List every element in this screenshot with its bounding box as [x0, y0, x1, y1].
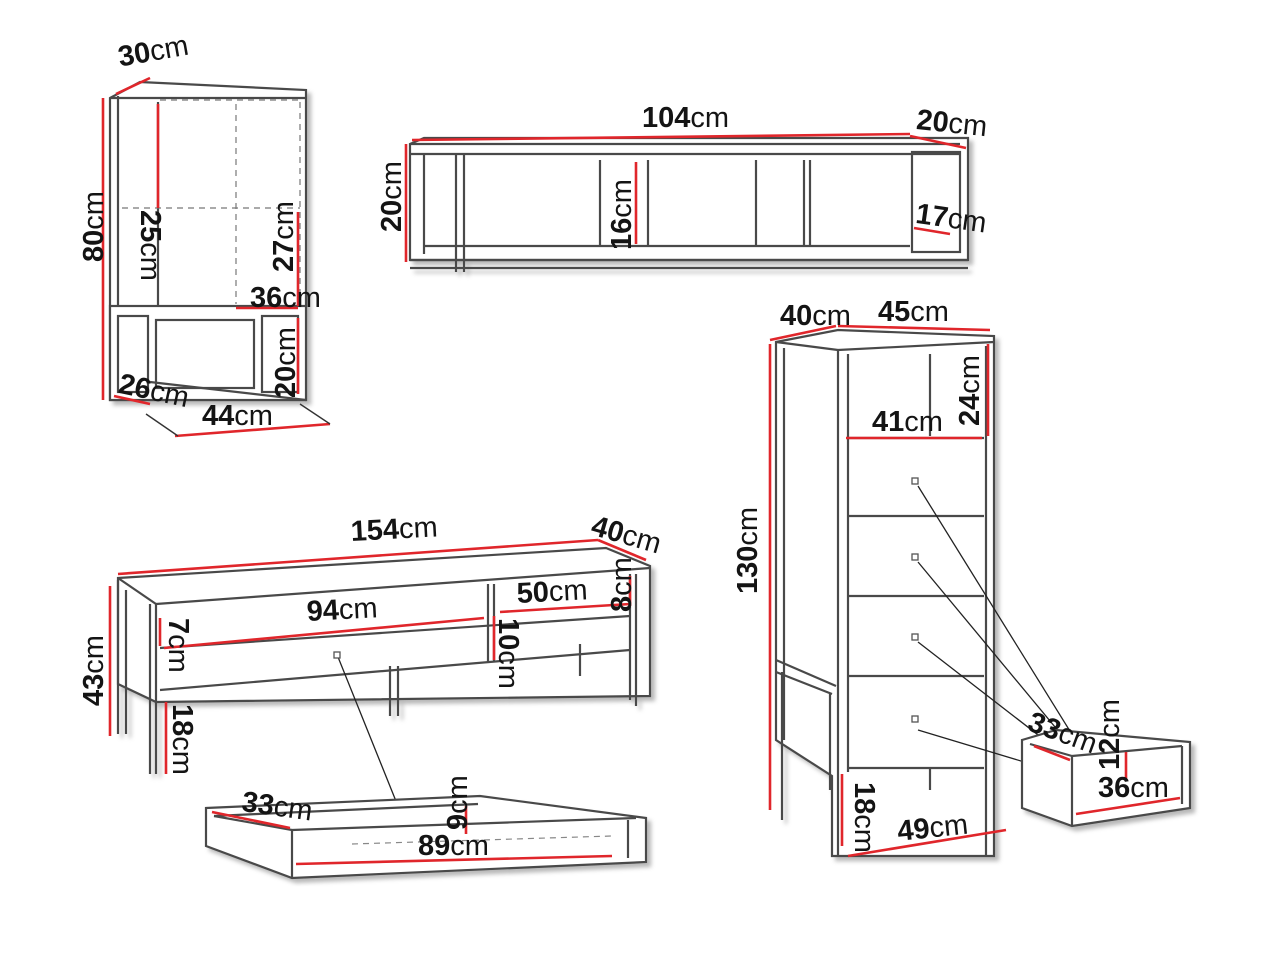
- label-tv-height: 43cm: [78, 635, 110, 706]
- label-tv-tray-height: 9cm: [442, 775, 474, 830]
- label-cab-mid-shelf: 27cm: [268, 201, 300, 272]
- label-shelf-depth: 20cm: [914, 104, 989, 144]
- wall-shelf: [408, 136, 970, 272]
- label-tv-width: 154cm: [349, 511, 439, 548]
- label-tall-top-width: 45cm: [878, 296, 949, 328]
- label-tall-base-width: 49cm: [895, 808, 970, 848]
- tall-drawer-knobs: [911, 477, 919, 723]
- tray-dimension-lines: [211, 806, 613, 866]
- cabinet-hidden-lines: [122, 99, 301, 304]
- label-tall-top-height: 24cm: [954, 355, 986, 426]
- label-shelf-inner: 16cm: [606, 179, 638, 250]
- label-tv-drawer-front: 7cm: [162, 618, 194, 673]
- drawer-dimension-lines: [1033, 744, 1181, 816]
- label-tv-right-inner: 10cm: [492, 618, 524, 689]
- label-cab-base-height: 20cm: [270, 327, 302, 398]
- tv-stand: [116, 546, 652, 774]
- label-tall-side-depth: 40cm: [780, 300, 851, 332]
- label-tall-inner-width: 41cm: [872, 406, 943, 438]
- tv-dimension-lines: [108, 538, 647, 774]
- label-cab-height: 80cm: [78, 191, 110, 262]
- label-tv-drawer-width: 94cm: [305, 592, 379, 628]
- label-tall-leg: 18cm: [848, 782, 880, 853]
- tall-drawer-cabinet: [774, 328, 996, 858]
- label-drawer-height: 12cm: [1094, 699, 1126, 770]
- label-tv-leg: 18cm: [166, 704, 198, 775]
- label-shelf-width: 104cm: [642, 102, 730, 134]
- cabinet-dimension-lines: [101, 76, 331, 438]
- label-shelf-height: 20cm: [376, 161, 408, 232]
- label-drawer-width: 36cm: [1098, 772, 1169, 804]
- label-cab-width: 44cm: [202, 400, 273, 432]
- label-cab-top-shelf: 25cm: [134, 210, 166, 281]
- label-cab-inner-width: 36cm: [250, 282, 321, 314]
- label-tall-height: 130cm: [732, 506, 764, 594]
- label-tv-right-width: 50cm: [515, 574, 589, 610]
- shelf-dimension-lines: [404, 132, 967, 262]
- label-tv-right-top: 8cm: [606, 557, 638, 612]
- tall-dimension-lines: [768, 324, 1007, 858]
- label-tv-tray-width: 89cm: [418, 830, 489, 862]
